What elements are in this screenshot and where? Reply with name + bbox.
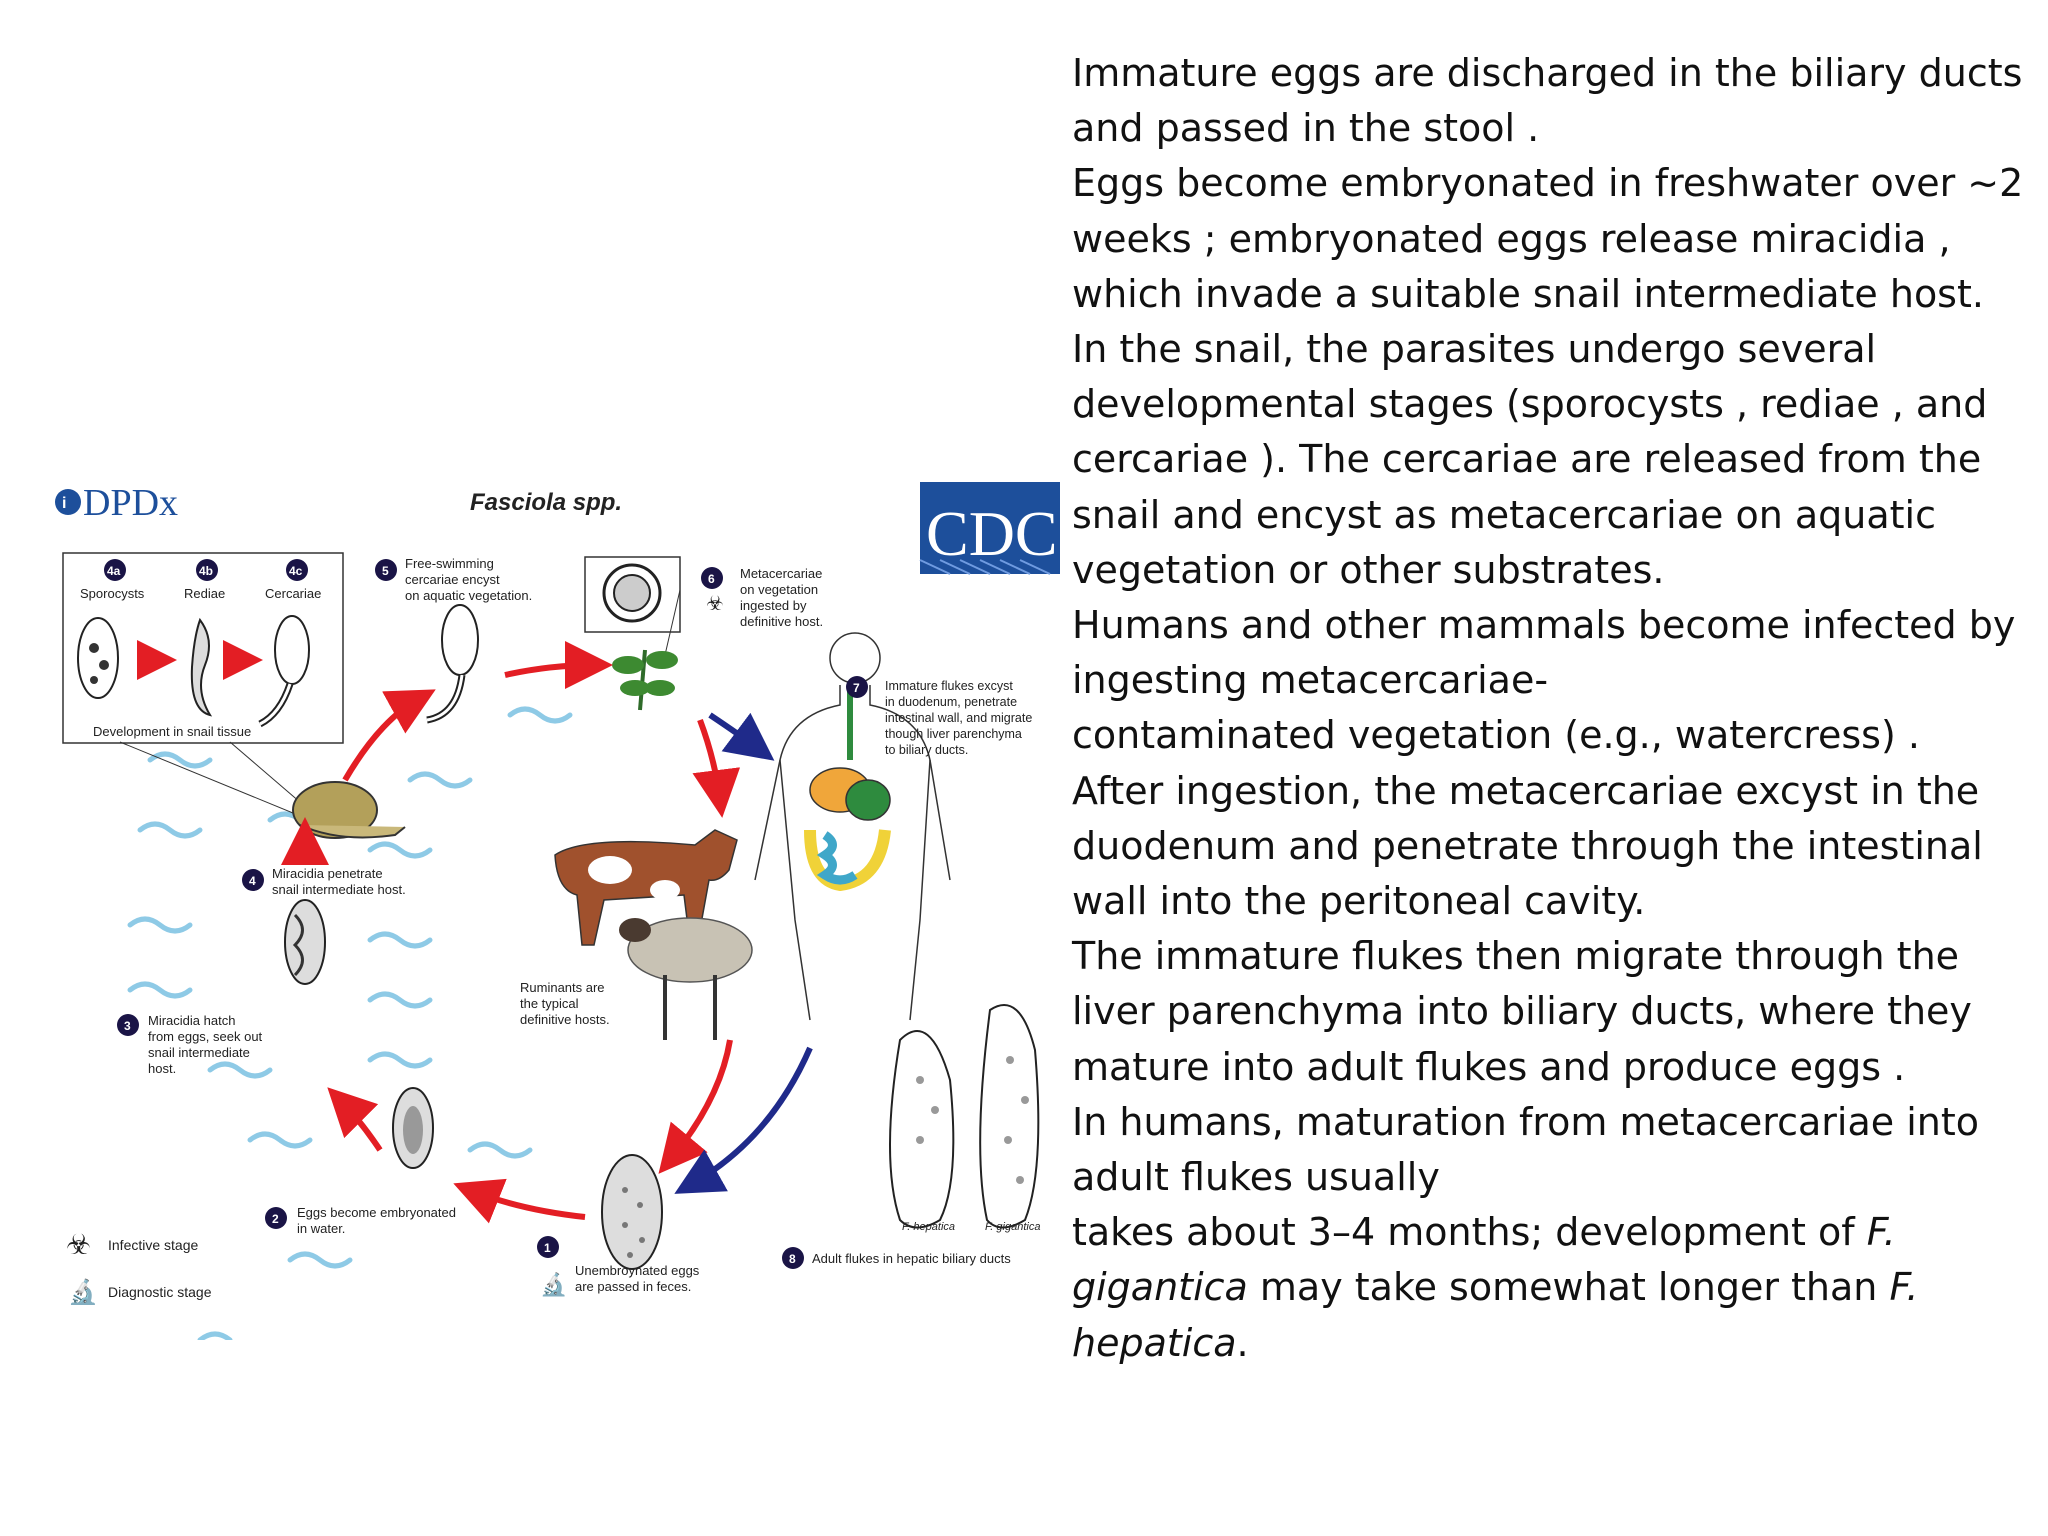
svg-text:the typical: the typical (520, 996, 579, 1011)
dpdx-logo-text: DPDx (83, 482, 178, 524)
microscope-icon: 🔬 (68, 1277, 98, 1306)
para-infection: Humans and other mammals become infected… (1072, 603, 2016, 703)
snail-development-box (62, 552, 344, 821)
svg-text:Rediae: Rediae (184, 586, 225, 601)
svg-text:from eggs, seek out: from eggs, seek out (148, 1029, 263, 1044)
svg-text:definitive host.: definitive host. (740, 614, 823, 629)
legend-infective: Infective stage (108, 1237, 198, 1253)
svg-text:4c: 4c (289, 564, 303, 578)
biohazard-icon: ☣ (66, 1229, 91, 1260)
stage-5: 5 Free-swimming cercariae encyst on aqua… (375, 556, 532, 603)
embryonated-egg-figure (284, 899, 326, 985)
svg-text:Miracidia penetrate: Miracidia penetrate (272, 866, 383, 881)
fasciola-lifecycle-diagram: i DPDx Fasciola spp. CDC (55, 482, 1060, 1340)
plant-figure (612, 649, 678, 711)
para-eggs-discharged: Immature eggs are discharged in the bili… (1072, 51, 2023, 151)
svg-text:intestinal wall, and migrate: intestinal wall, and migrate (885, 711, 1032, 725)
svg-text:🔬: 🔬 (540, 1271, 567, 1297)
redia-figure (190, 617, 213, 717)
lifecycle-arrows-blue (674, 712, 813, 1194)
stage-4a: 4a Sporocysts (80, 559, 145, 601)
svg-text:on vegetation: on vegetation (740, 582, 818, 597)
unembryonated-egg-figure (601, 1154, 663, 1270)
para-duration: takes about 3–4 months; development of F… (1072, 1210, 1919, 1365)
svg-text:8: 8 (789, 1252, 796, 1266)
svg-text:2: 2 (272, 1212, 279, 1226)
svg-text:3: 3 (124, 1019, 131, 1033)
sporocyst-figure (77, 617, 119, 699)
svg-text:Ruminants are: Ruminants are (520, 980, 605, 995)
svg-text:host.: host. (148, 1061, 176, 1076)
svg-text:6: 6 (708, 572, 715, 586)
stage-7: 7 Immature flukes excyst in duodenum, pe… (846, 676, 1032, 757)
svg-text:i: i (62, 495, 66, 512)
svg-text:cercariae encyst: cercariae encyst (405, 572, 500, 587)
legend: ☣ Infective stage 🔬 Diagnostic stage (66, 1229, 212, 1306)
svg-text:though liver parenchyma: though liver parenchyma (885, 727, 1022, 741)
svg-text:Free-swimming: Free-swimming (405, 556, 494, 571)
svg-text:snail intermediate: snail intermediate (148, 1045, 250, 1060)
stage-1: 1 Unembroynated eggs are passed in feces… (537, 1236, 700, 1297)
stage-4b: 4b Rediae (184, 559, 225, 601)
para-excyst: After ingestion, the metacercariae excys… (1072, 768, 1983, 924)
svg-text:5: 5 (382, 564, 389, 578)
svg-text:Miracidia hatch: Miracidia hatch (148, 1013, 235, 1028)
metacercaria-inset (584, 556, 681, 656)
egg-water-figure (392, 1087, 434, 1169)
human-figure (754, 632, 951, 1021)
svg-text:in water.: in water. (297, 1221, 345, 1236)
svg-text:4b: 4b (199, 564, 213, 578)
svg-text:Adult flukes in hepatic biliar: Adult flukes in hepatic biliary ducts (812, 1251, 1011, 1266)
svg-text:4a: 4a (107, 564, 121, 578)
snail-tissue-caption: Development in snail tissue (93, 724, 251, 739)
svg-text:definitive hosts.: definitive hosts. (520, 1012, 610, 1027)
svg-text:Sporocysts: Sporocysts (80, 586, 145, 601)
svg-text:ingested by: ingested by (740, 598, 807, 613)
svg-text:Immature flukes excyst: Immature flukes excyst (885, 679, 1013, 693)
svg-text:Metacercariae: Metacercariae (740, 566, 822, 581)
f-gigantica-label: F. gigantica (985, 1221, 1040, 1233)
stage-2: 2 Eggs become embryonated in water. (265, 1205, 456, 1236)
svg-text:Unembroynated eggs: Unembroynated eggs (575, 1263, 700, 1278)
para-migration: The immature flukes then migrate through… (1072, 934, 1972, 1089)
svg-text:on aquatic vegetation.: on aquatic vegetation. (405, 588, 532, 603)
ruminants-note: Ruminants are the typical definitive hos… (520, 980, 610, 1027)
free-cercaria-figure (426, 604, 479, 724)
stage-8: 8 Adult flukes in hepatic biliary ducts (782, 1247, 1011, 1269)
sheep-figure (619, 917, 753, 1040)
stage-4: 4 Miracidia penetrate snail intermediate… (242, 866, 406, 897)
svg-text:☣: ☣ (706, 593, 724, 615)
cdc-logo: CDC (919, 482, 1060, 575)
cercaria-figure (258, 615, 310, 728)
stage-3: 3 Miracidia hatch from eggs, seek out sn… (117, 1013, 263, 1076)
lifecycle-arrows-red (281, 641, 741, 1224)
stage-6: 6 Metacercariae on vegetation ingested b… (701, 566, 823, 629)
lifecycle-description: Immature eggs are discharged in the bili… (1072, 46, 2032, 1371)
svg-text:in duodenum, penetrate: in duodenum, penetrate (885, 695, 1017, 709)
svg-text:7: 7 (853, 681, 860, 695)
adult-flukes-figure (889, 1004, 1040, 1229)
legend-diagnostic: Diagnostic stage (108, 1284, 212, 1300)
svg-text:are passed in feces.: are passed in feces. (575, 1279, 691, 1294)
cow-figure (554, 829, 738, 946)
svg-text:snail intermediate host.: snail intermediate host. (272, 882, 406, 897)
svg-text:to biliary ducts.: to biliary ducts. (885, 743, 968, 757)
para-snail-stages: In the snail, the parasites undergo seve… (1072, 327, 1988, 592)
para-maturation: In humans, maturation from metacercariae… (1072, 1099, 1979, 1200)
snail-figure (292, 781, 406, 839)
dpdx-logo: i DPDx (55, 482, 178, 524)
f-hepatica-label: F. hepatica (902, 1221, 955, 1233)
svg-text:4: 4 (249, 874, 256, 888)
stage-4c: 4c Cercariae (265, 559, 321, 601)
cdc-logo-text: CDC (926, 498, 1058, 569)
svg-text:1: 1 (544, 1241, 551, 1255)
para-contaminated-vegetation: contaminated vegetation (e.g., watercres… (1072, 713, 1920, 758)
para-embryonation: Eggs become embryonated in freshwater ov… (1072, 161, 2024, 316)
svg-text:Cercariae: Cercariae (265, 586, 321, 601)
svg-text:Eggs become embryonated: Eggs become embryonated (297, 1205, 456, 1220)
diagram-title: Fasciola spp. (470, 489, 622, 516)
